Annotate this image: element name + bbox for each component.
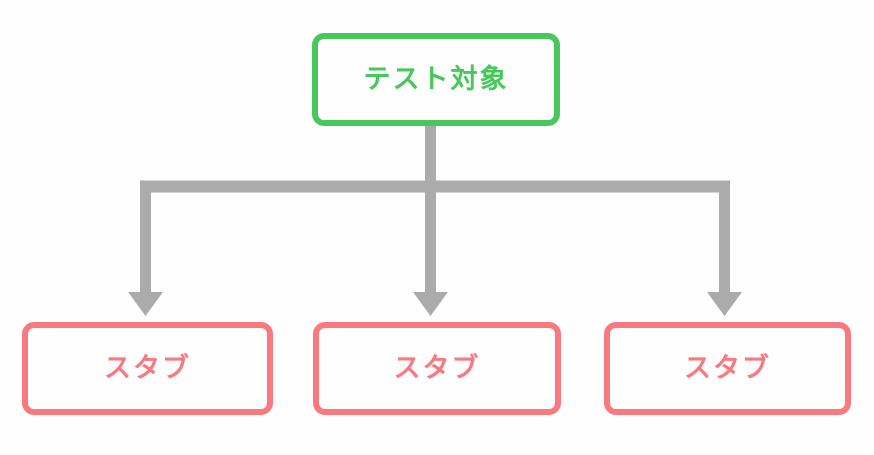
node-stub-3[interactable]: スタブ bbox=[604, 322, 851, 415]
node-system-under-test[interactable]: テスト対象 bbox=[312, 33, 560, 126]
node-stub-2-label: スタブ bbox=[393, 353, 481, 384]
node-stub-3-label: スタブ bbox=[684, 353, 771, 384]
arrowhead-center-icon bbox=[413, 292, 448, 316]
node-system-under-test-label: テスト対象 bbox=[363, 64, 509, 95]
node-stub-2[interactable]: スタブ bbox=[313, 322, 561, 415]
arrowhead-left-icon bbox=[128, 292, 163, 316]
connector-group bbox=[128, 126, 742, 316]
node-stub-1[interactable]: スタブ bbox=[22, 322, 273, 415]
node-stub-1-label: スタブ bbox=[104, 353, 191, 384]
arrowhead-right-icon bbox=[707, 292, 742, 316]
